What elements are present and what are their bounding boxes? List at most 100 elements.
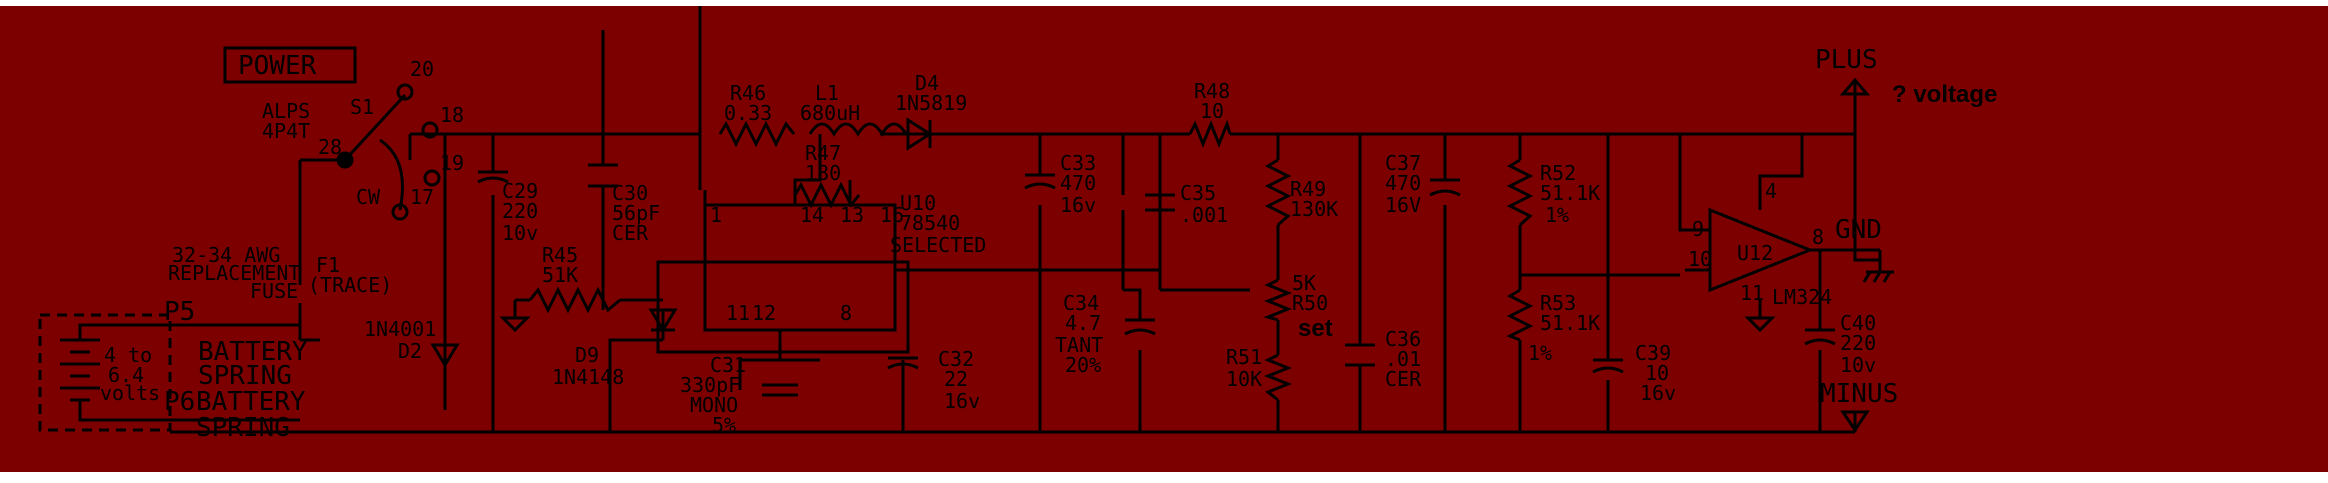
u10-part-label: 78540 xyxy=(900,211,960,235)
r48-body xyxy=(1188,119,1232,149)
components xyxy=(223,46,1836,402)
gnd-label: GND xyxy=(1835,215,1882,245)
c40-voltage: 10v xyxy=(1840,353,1876,377)
r49-value: 130K xyxy=(1290,197,1338,221)
u12-in-9 xyxy=(1678,134,1710,232)
u10-pin-12: 12 xyxy=(752,301,776,325)
gnd-link xyxy=(1853,130,1880,262)
c33-voltage: 16v xyxy=(1060,193,1096,217)
switch-contact-20 xyxy=(396,83,414,101)
d9-label: D9 xyxy=(575,343,599,367)
c39-body xyxy=(1592,358,1624,374)
f1-label: F1 xyxy=(316,253,340,277)
c30-value: 56pF xyxy=(612,201,660,225)
c31-leads xyxy=(738,330,820,390)
c31-value: 330pF xyxy=(680,373,740,397)
alps-code-label: 4P4T xyxy=(262,119,310,143)
c31-body xyxy=(762,383,798,397)
ground-tri xyxy=(499,316,531,333)
s1-label: S1 xyxy=(350,95,374,119)
c39-voltage: 16v xyxy=(1640,381,1676,405)
c32-voltage: 16v xyxy=(944,389,980,413)
u10-box xyxy=(703,203,897,332)
c35-body xyxy=(1145,193,1175,212)
c29-body xyxy=(477,170,509,184)
r48-value: 10 xyxy=(1200,99,1224,123)
c35-label: C35 xyxy=(1180,181,1216,205)
alps-label: ALPS xyxy=(262,99,310,123)
c29-value: 220 xyxy=(502,199,538,223)
u12-body xyxy=(1708,207,1815,293)
c32-value: 22 xyxy=(944,367,968,391)
c36-label: C36 xyxy=(1385,327,1421,351)
c36-value: .01 xyxy=(1385,347,1421,371)
switch-blade xyxy=(343,93,407,162)
u12-pin-4: 4 xyxy=(1765,179,1777,203)
plus-label: PLUS xyxy=(1815,45,1878,75)
r52-body xyxy=(1506,158,1534,227)
u10-pin-14: 14 xyxy=(800,203,824,227)
r47-body xyxy=(793,181,861,209)
s1-pin-18-label: 18 xyxy=(440,103,464,127)
u12-pin-11: 11 xyxy=(1740,281,1764,305)
u10-note-label: SELECTED xyxy=(890,233,986,257)
c40-body xyxy=(1804,328,1836,346)
battery-line2: 6.4 xyxy=(108,363,144,387)
r52-tolerance: 1% xyxy=(1545,203,1569,227)
r48-label: R48 xyxy=(1194,79,1230,103)
d9-body xyxy=(648,308,678,333)
c34-type: TANT xyxy=(1055,333,1103,357)
minus-terminal xyxy=(1840,410,1870,433)
c34-tolerance: 20% xyxy=(1065,353,1101,377)
u12-vplus xyxy=(1758,134,1804,210)
l1-label: L1 xyxy=(815,81,839,105)
r51-value: 10K xyxy=(1226,367,1262,391)
r51-label: R51 xyxy=(1226,345,1262,369)
r45-value: 51K xyxy=(542,263,578,287)
r46-body xyxy=(718,120,796,148)
p6-label: P6 xyxy=(164,387,195,417)
d4-body xyxy=(906,117,933,151)
d2-label: D2 xyxy=(398,339,422,363)
c34-lead xyxy=(1121,134,1142,432)
voltage-note: ? voltage xyxy=(1892,81,1997,108)
f1-trace-label: (TRACE) xyxy=(308,273,392,297)
u10-pin-16: 16 xyxy=(880,203,904,227)
c39-value: 10 xyxy=(1645,361,1669,385)
d2-body xyxy=(430,343,460,368)
u12-gnd xyxy=(1744,316,1776,333)
p5-label: P5 xyxy=(164,297,195,327)
c31-type: MONO xyxy=(690,393,738,417)
d4-part-label: 1N5819 xyxy=(895,91,967,115)
r46-label: R46 xyxy=(730,81,766,105)
r46-value: 0.33 xyxy=(724,101,772,125)
r53-body xyxy=(1506,288,1534,342)
battery-spring-2b: SPRING xyxy=(196,413,290,443)
s1-pin-19-label: 19 xyxy=(440,151,464,175)
c37-body xyxy=(1429,178,1461,197)
r51-body xyxy=(1263,353,1293,402)
c35-value: .001 xyxy=(1180,203,1228,227)
u10-inner xyxy=(656,260,910,354)
u10-pin-8: 8 xyxy=(840,301,852,325)
r50-body xyxy=(1263,278,1293,322)
s1-pin-28-label: 28 xyxy=(318,135,342,159)
battery-spring-2a: BATTERY xyxy=(196,387,306,417)
u12-pin-8: 8 xyxy=(1812,225,1824,249)
c31-label: C31 xyxy=(710,353,746,377)
c33-value: 470 xyxy=(1060,171,1096,195)
c37-label: C37 xyxy=(1385,151,1421,175)
d9-part-label: 1N4148 xyxy=(552,365,624,389)
u10-pin-1: 1 xyxy=(710,203,722,227)
l1-value: 680uH xyxy=(800,101,860,125)
s1-pin-20-label: 20 xyxy=(410,57,434,81)
c40-value: 220 xyxy=(1840,331,1876,355)
u12-label: U12 xyxy=(1737,241,1773,265)
r47-value: 180 xyxy=(805,161,841,185)
battery-springs xyxy=(160,323,300,422)
c31-tolerance: 5% xyxy=(712,413,736,437)
c36-body xyxy=(1345,343,1375,367)
c34-label: C34 xyxy=(1063,291,1099,315)
u12-part-label: LM324 xyxy=(1772,285,1832,309)
